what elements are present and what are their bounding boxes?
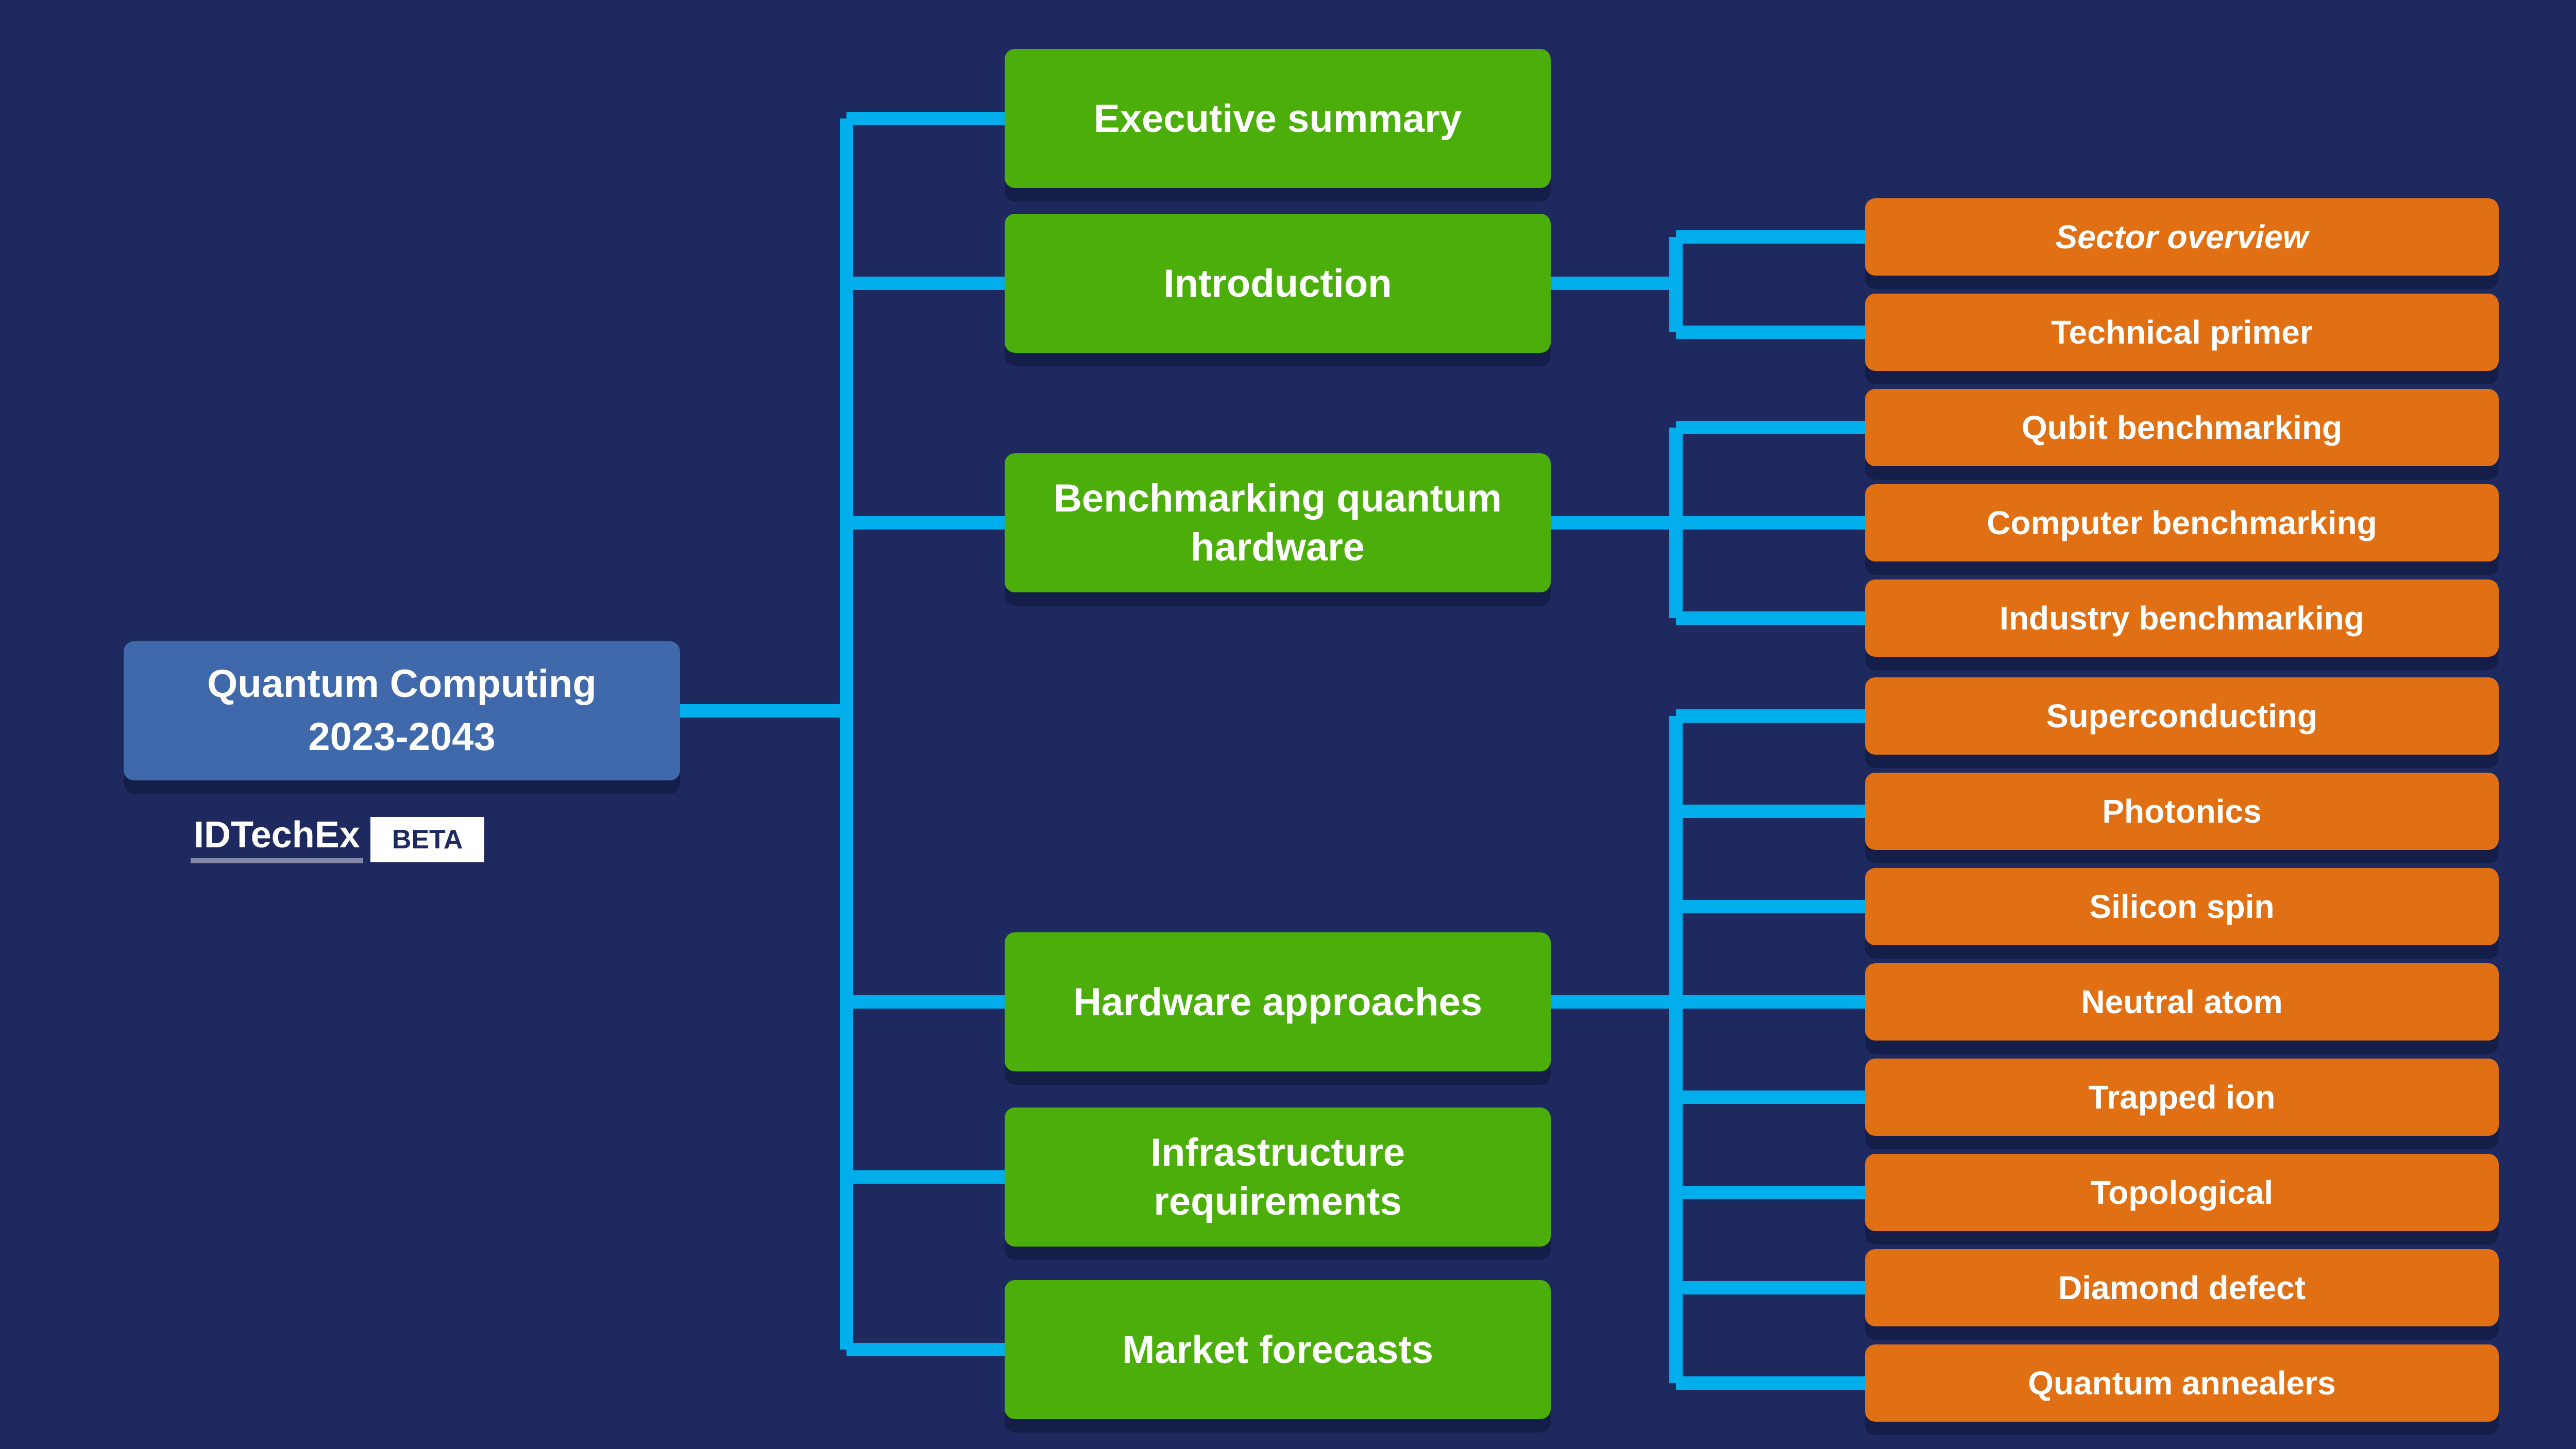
leaf-node-trapped-ion[interactable]: Trapped ion [1865,1059,2499,1136]
leaf-node-silicon-spin[interactable]: Silicon spin [1865,868,2499,945]
leaf-label: Trapped ion [2088,1079,2276,1116]
leaf-node-technical-primer[interactable]: Technical primer [1865,294,2499,371]
root-node[interactable]: Quantum Computing 2023-2043 [124,641,680,780]
source-link[interactable]: IDTechEx [191,816,363,863]
branch-label: Executive summary [1094,96,1462,141]
beta-badge: BETA [370,817,485,862]
leaf-label: Silicon spin [2089,888,2275,925]
leaf-label: Industry benchmarking [1999,600,2364,637]
branch-label: Market forecasts [1122,1327,1434,1372]
leaf-label: Sector overview [2055,218,2309,255]
branch-label: Hardware approaches [1073,980,1483,1024]
branch-label: Introduction [1163,261,1392,305]
leaf-node-sector-overview[interactable]: Sector overview [1865,198,2499,276]
branch-label: Infrastructure requirements [1150,1131,1405,1223]
leaf-node-diamond-defect[interactable]: Diamond defect [1865,1249,2499,1326]
leaf-node-photonics[interactable]: Photonics [1865,773,2499,850]
leaf-node-computer-benchmarking[interactable]: Computer benchmarking [1865,484,2499,561]
root-label-line1: Quantum Computing [207,662,597,706]
branch-node-benchmarking-quantum-hardware[interactable]: Benchmarking quantum hardware [1005,453,1551,592]
branch-node-executive-summary[interactable]: Executive summary [1005,49,1551,188]
branch-node-hardware-approaches[interactable]: Hardware approaches [1005,932,1551,1071]
leaf-label: Quantum annealers [2028,1365,2336,1402]
branch-label: Benchmarking quantum hardware [1054,476,1502,569]
root-label-line2: 2023-2043 [308,715,496,759]
leaf-label: Diamond defect [2058,1269,2306,1306]
leaf-node-qubit-benchmarking[interactable]: Qubit benchmarking [1865,389,2499,466]
leaf-node-superconducting[interactable]: Superconducting [1865,677,2499,755]
branch-node-market-forecasts[interactable]: Market forecasts [1005,1280,1551,1419]
root-node-label: Quantum Computing 2023-2043 [207,658,597,763]
leaf-label: Photonics [2102,793,2262,830]
attribution: IDTechEx BETA [191,814,485,865]
leaf-node-industry-benchmarking[interactable]: Industry benchmarking [1865,579,2499,657]
leaf-label: Neutral atom [2081,983,2283,1020]
leaf-label: Qubit benchmarking [2021,409,2343,446]
leaf-label: Topological [2090,1174,2274,1211]
leaf-label: Technical primer [2051,314,2313,351]
leaf-node-quantum-annealers[interactable]: Quantum annealers [1865,1344,2499,1422]
branch-node-introduction[interactable]: Introduction [1005,214,1551,353]
branch-node-infrastructure-requirements[interactable]: Infrastructure requirements [1005,1107,1551,1247]
leaf-node-neutral-atom[interactable]: Neutral atom [1865,963,2499,1041]
leaf-node-topological[interactable]: Topological [1865,1154,2499,1231]
leaf-label: Superconducting [2046,697,2318,735]
leaf-label: Computer benchmarking [1987,504,2377,541]
